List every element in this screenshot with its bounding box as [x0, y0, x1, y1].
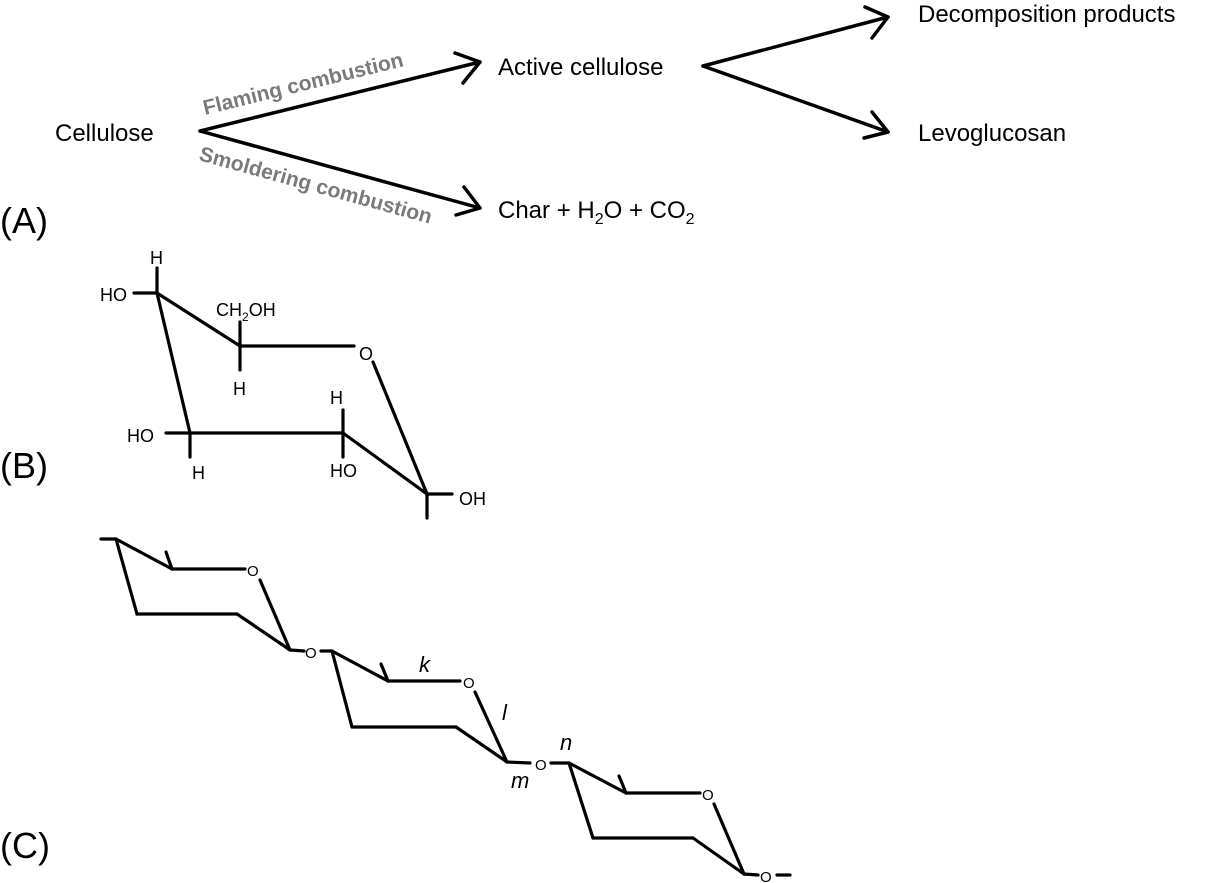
panel-c-label: (C)	[0, 825, 50, 866]
label-l: l	[502, 700, 508, 725]
panel-b-label: (B)	[0, 445, 48, 486]
ho-right-atom: HO	[330, 461, 357, 481]
ch2oh-group: CH2OH	[216, 300, 276, 324]
ho-top-atom: HO	[100, 285, 127, 305]
decomposition-products-label: Decomposition products	[918, 1, 1175, 28]
panel-a-label: (A)	[0, 200, 48, 241]
ho-left-atom: HO	[127, 426, 154, 446]
decomposition-arrow	[701, 5, 890, 68]
smoldering-arrow	[198, 129, 482, 217]
panel-a: (A) Cellulose Flaming combustion Smolder…	[0, 1, 1175, 241]
h-top-atom: H	[150, 248, 163, 268]
h-right-atom: H	[330, 388, 343, 408]
cellulose-label: Cellulose	[55, 120, 154, 147]
flaming-arrow	[198, 51, 482, 133]
ring3-oxygen: O	[702, 787, 714, 804]
link2-oxygen: O	[535, 757, 547, 774]
ring-oxygen-atom: O	[359, 344, 373, 364]
levoglucosan-arrow	[701, 64, 890, 140]
end-oxygen: O	[760, 869, 772, 883]
glucose-unit-2	[319, 649, 532, 765]
glucose-unit-1	[99, 537, 306, 653]
ring1-oxygen: O	[247, 563, 259, 580]
glucose-ring-bonds	[132, 266, 454, 520]
flaming-combustion-label: Flaming combustion	[201, 49, 406, 120]
glucose-unit-3	[549, 761, 792, 877]
levoglucosan-label: Levoglucosan	[918, 120, 1066, 147]
ring2-oxygen: O	[463, 675, 475, 692]
label-k: k	[419, 652, 431, 677]
char-products-label: Char + H2O + CO2	[498, 197, 695, 228]
label-n: n	[560, 730, 572, 755]
link1-oxygen: O	[305, 645, 317, 662]
panel-b: (B) H HO CH2OH H	[0, 248, 486, 520]
label-m: m	[511, 768, 529, 793]
oh-end-atom: OH	[459, 489, 486, 509]
active-cellulose-label: Active cellulose	[498, 54, 663, 81]
h-left-bottom-atom: H	[192, 463, 205, 483]
panel-c: (C) O O O O k l	[0, 537, 792, 883]
h-mid-atom: H	[233, 379, 246, 399]
